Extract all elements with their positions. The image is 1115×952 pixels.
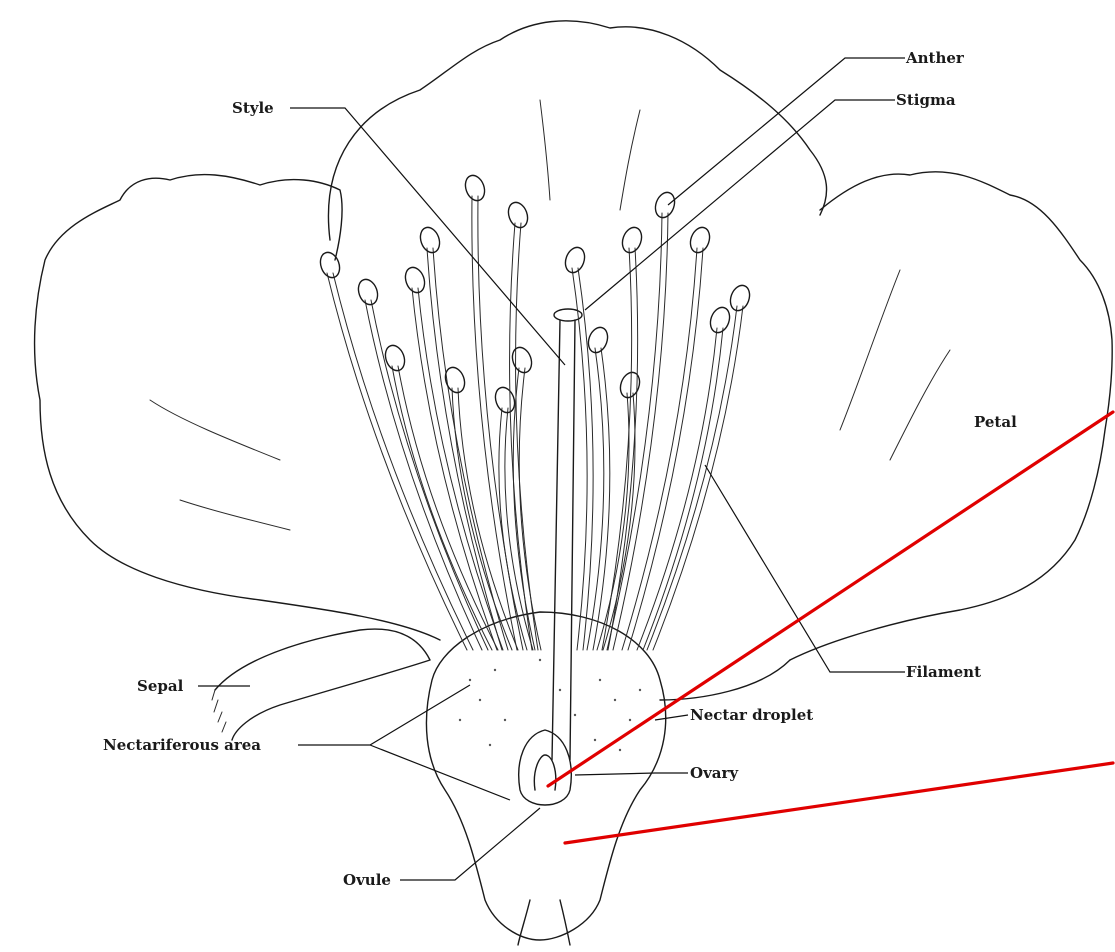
filament-0-1 <box>333 273 473 650</box>
red-line-lower <box>565 763 1113 843</box>
receptacle-outline <box>426 612 665 940</box>
filament-1-1 <box>371 300 488 650</box>
style-column <box>552 309 582 760</box>
label-sepal: Sepal <box>137 677 184 695</box>
sepal-fringe <box>212 690 226 732</box>
filament-9-1 <box>519 368 541 650</box>
filament-11-0 <box>587 348 604 650</box>
leader-ovary <box>575 773 688 775</box>
label-nectar-droplet: Nectar droplet <box>690 706 813 724</box>
anther-7 <box>492 385 518 416</box>
petal-vein-3 <box>840 270 900 430</box>
anther-15 <box>687 225 713 256</box>
anther-17 <box>727 283 753 314</box>
filament-10-1 <box>578 268 593 650</box>
style-line-right <box>570 320 575 760</box>
label-nectariferous-area: Nectariferous area <box>103 736 261 754</box>
filament-14-0 <box>602 248 632 650</box>
filament-12-0 <box>597 393 629 650</box>
anther-12 <box>617 370 643 401</box>
label-ovary: Ovary <box>690 764 739 782</box>
anther-10 <box>562 245 588 276</box>
right-petal-lower <box>660 660 790 700</box>
leader-nectariferous <box>298 685 510 800</box>
back-petal <box>328 21 826 240</box>
filament-2-1 <box>398 366 498 650</box>
anther-5 <box>442 365 468 396</box>
filament-11-1 <box>593 348 610 650</box>
anther-1 <box>355 277 381 308</box>
style-line-left <box>552 320 560 760</box>
petal-vein-6 <box>620 110 640 210</box>
sepal-shape <box>215 629 430 740</box>
right-petal <box>790 172 1112 660</box>
filament-8-1 <box>516 223 538 650</box>
anther-16 <box>707 305 733 336</box>
red-annotations <box>548 412 1113 843</box>
filament-16-0 <box>637 328 717 650</box>
labels: Style Anther Stigma Petal Filament Sepal… <box>103 49 1017 889</box>
left-petal <box>35 175 440 640</box>
stamens <box>317 173 753 650</box>
anther-9 <box>509 345 535 376</box>
leader-stigma <box>585 100 895 310</box>
petal-outlines <box>35 21 1113 700</box>
leader-nectar-droplet <box>655 715 688 720</box>
anther-4 <box>417 225 443 256</box>
label-ovule: Ovule <box>343 871 391 889</box>
anther-11 <box>585 325 611 356</box>
receptacle <box>426 612 665 945</box>
petal-vein-1 <box>150 400 280 460</box>
petal-vein-2 <box>180 500 290 530</box>
anther-3 <box>402 265 428 296</box>
leader-anther <box>668 58 905 205</box>
label-filament: Filament <box>906 663 981 681</box>
anther-6 <box>462 173 488 204</box>
nectary-stipple <box>459 659 641 751</box>
petal-vein-4 <box>890 350 950 460</box>
sepal-outline <box>212 629 430 740</box>
label-stigma: Stigma <box>896 91 956 109</box>
anther-0 <box>317 250 343 281</box>
label-style: Style <box>232 99 274 117</box>
label-anther: Anther <box>905 49 965 67</box>
anther-8 <box>505 200 531 231</box>
label-petal: Petal <box>974 413 1017 431</box>
leader-style <box>290 108 565 365</box>
anther-14 <box>619 225 645 256</box>
petal-vein-5 <box>540 100 550 200</box>
ovary-outline <box>519 730 572 805</box>
anther-13 <box>652 190 678 221</box>
